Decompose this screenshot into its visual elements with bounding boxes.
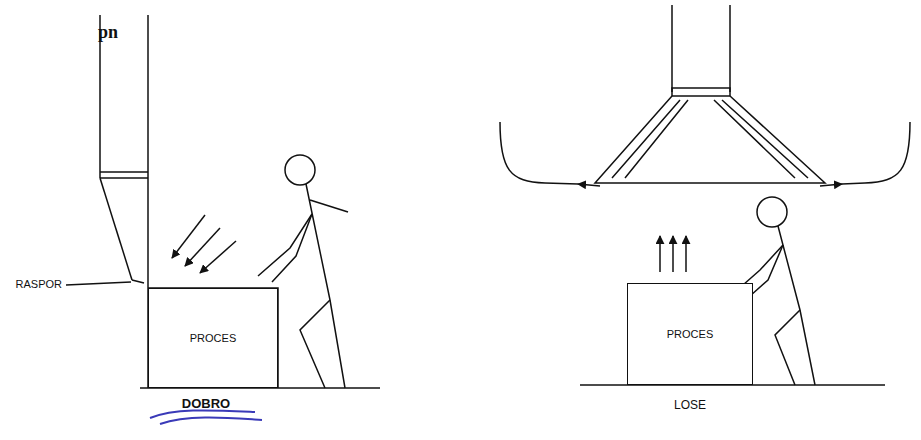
leader-line	[66, 282, 131, 285]
part-name: RASPOR	[16, 278, 62, 290]
slot-hood	[100, 15, 278, 388]
airflow-arrows	[660, 236, 686, 272]
draft-curve	[842, 122, 910, 184]
box-label: PROCES	[190, 332, 236, 344]
draft-arrow	[820, 184, 842, 186]
canopy-hood	[595, 5, 825, 183]
process-box: PROCES	[627, 283, 753, 385]
draft-curve	[500, 122, 578, 184]
verdict-label: DOBRO	[182, 396, 230, 411]
underline-scribble	[150, 410, 262, 424]
process-box: PROCES	[148, 288, 278, 388]
airflow-arrows	[172, 215, 236, 273]
draft-arrow	[578, 184, 600, 186]
verdict-label: LOSE	[674, 398, 706, 412]
box-label: PROCES	[667, 328, 713, 340]
figure-tag: pn	[98, 22, 118, 43]
